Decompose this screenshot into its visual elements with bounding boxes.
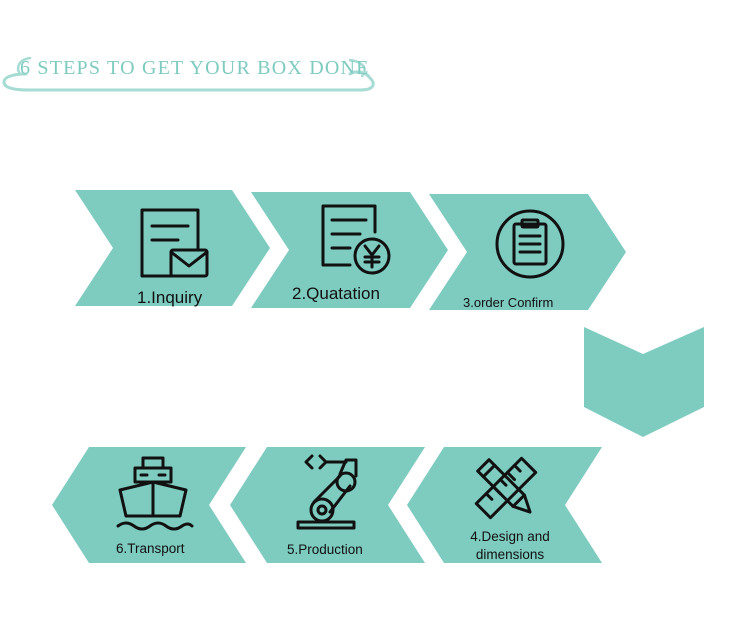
robot-arm-icon bbox=[296, 454, 358, 530]
title-ornament-right bbox=[348, 58, 366, 78]
step-5-label: 5.Production bbox=[287, 542, 363, 557]
ruler-pencil-icon bbox=[474, 456, 538, 520]
step-2-chevron bbox=[251, 192, 448, 308]
page-title: 6 STEPS TO GET YOUR BOX DONE bbox=[20, 57, 370, 79]
step-1-label: 1.Inquiry bbox=[137, 288, 203, 307]
title-ornament bbox=[2, 70, 375, 92]
step-5-chevron bbox=[230, 447, 425, 563]
step-6-chevron bbox=[52, 447, 246, 563]
title-ornament-left bbox=[16, 56, 32, 76]
step-6-label: 6.Transport bbox=[116, 541, 185, 556]
title-banner: 6 STEPS TO GET YOUR BOX DONE bbox=[2, 56, 375, 92]
document-envelope-icon bbox=[140, 208, 209, 278]
document-yen-icon bbox=[321, 204, 391, 275]
step-4-label-line-1: 4.Design and bbox=[470, 529, 550, 544]
turn-down-chevron bbox=[584, 327, 704, 437]
step-3-label: 3.order Confirm bbox=[463, 295, 553, 310]
step-2-label: 2.Quatation bbox=[292, 284, 380, 303]
step-4-label-line-2: dimensions bbox=[476, 547, 545, 562]
clipboard-circle-icon bbox=[495, 209, 565, 279]
ship-icon bbox=[116, 456, 194, 531]
step-1-chevron bbox=[75, 190, 270, 306]
